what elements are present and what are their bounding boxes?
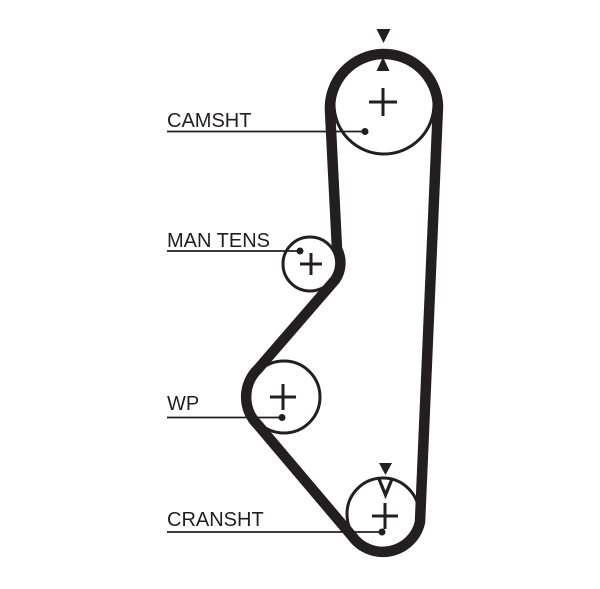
manual-tensioner-pulley-circle bbox=[281, 235, 339, 293]
crankshaft-center-cross-icon bbox=[372, 503, 398, 529]
camshaft-label: CAMSHT bbox=[167, 110, 251, 132]
manual-tensioner-center-cross-icon bbox=[300, 253, 322, 275]
camshaft-leader-dot bbox=[361, 128, 369, 135]
crankshaft-label: CRANSHT bbox=[167, 509, 264, 531]
crankshaft-timing-chevron-down-icon bbox=[377, 478, 394, 500]
crankshaft-pulley-circle bbox=[345, 476, 421, 552]
manual-tensioner-label: MAN TENS bbox=[167, 230, 270, 252]
camshaft-center-cross-icon bbox=[369, 88, 397, 116]
manual-tensioner-leader-dot bbox=[296, 247, 304, 255]
crankshaft-timing-arrow-down-icon bbox=[379, 463, 392, 475]
water-pump-pulley-circle bbox=[246, 359, 322, 435]
crankshaft-leader-dot bbox=[378, 528, 386, 536]
camshaft-timing-arrow-down-icon bbox=[376, 29, 391, 43]
water-pump-label: WP bbox=[167, 393, 199, 415]
water-pump-leader-dot bbox=[278, 414, 286, 421]
water-pump-center-cross-icon bbox=[270, 384, 296, 410]
camshaft-timing-arrow-up-icon bbox=[376, 57, 390, 71]
camshaft-pulley-circle bbox=[332, 52, 436, 156]
